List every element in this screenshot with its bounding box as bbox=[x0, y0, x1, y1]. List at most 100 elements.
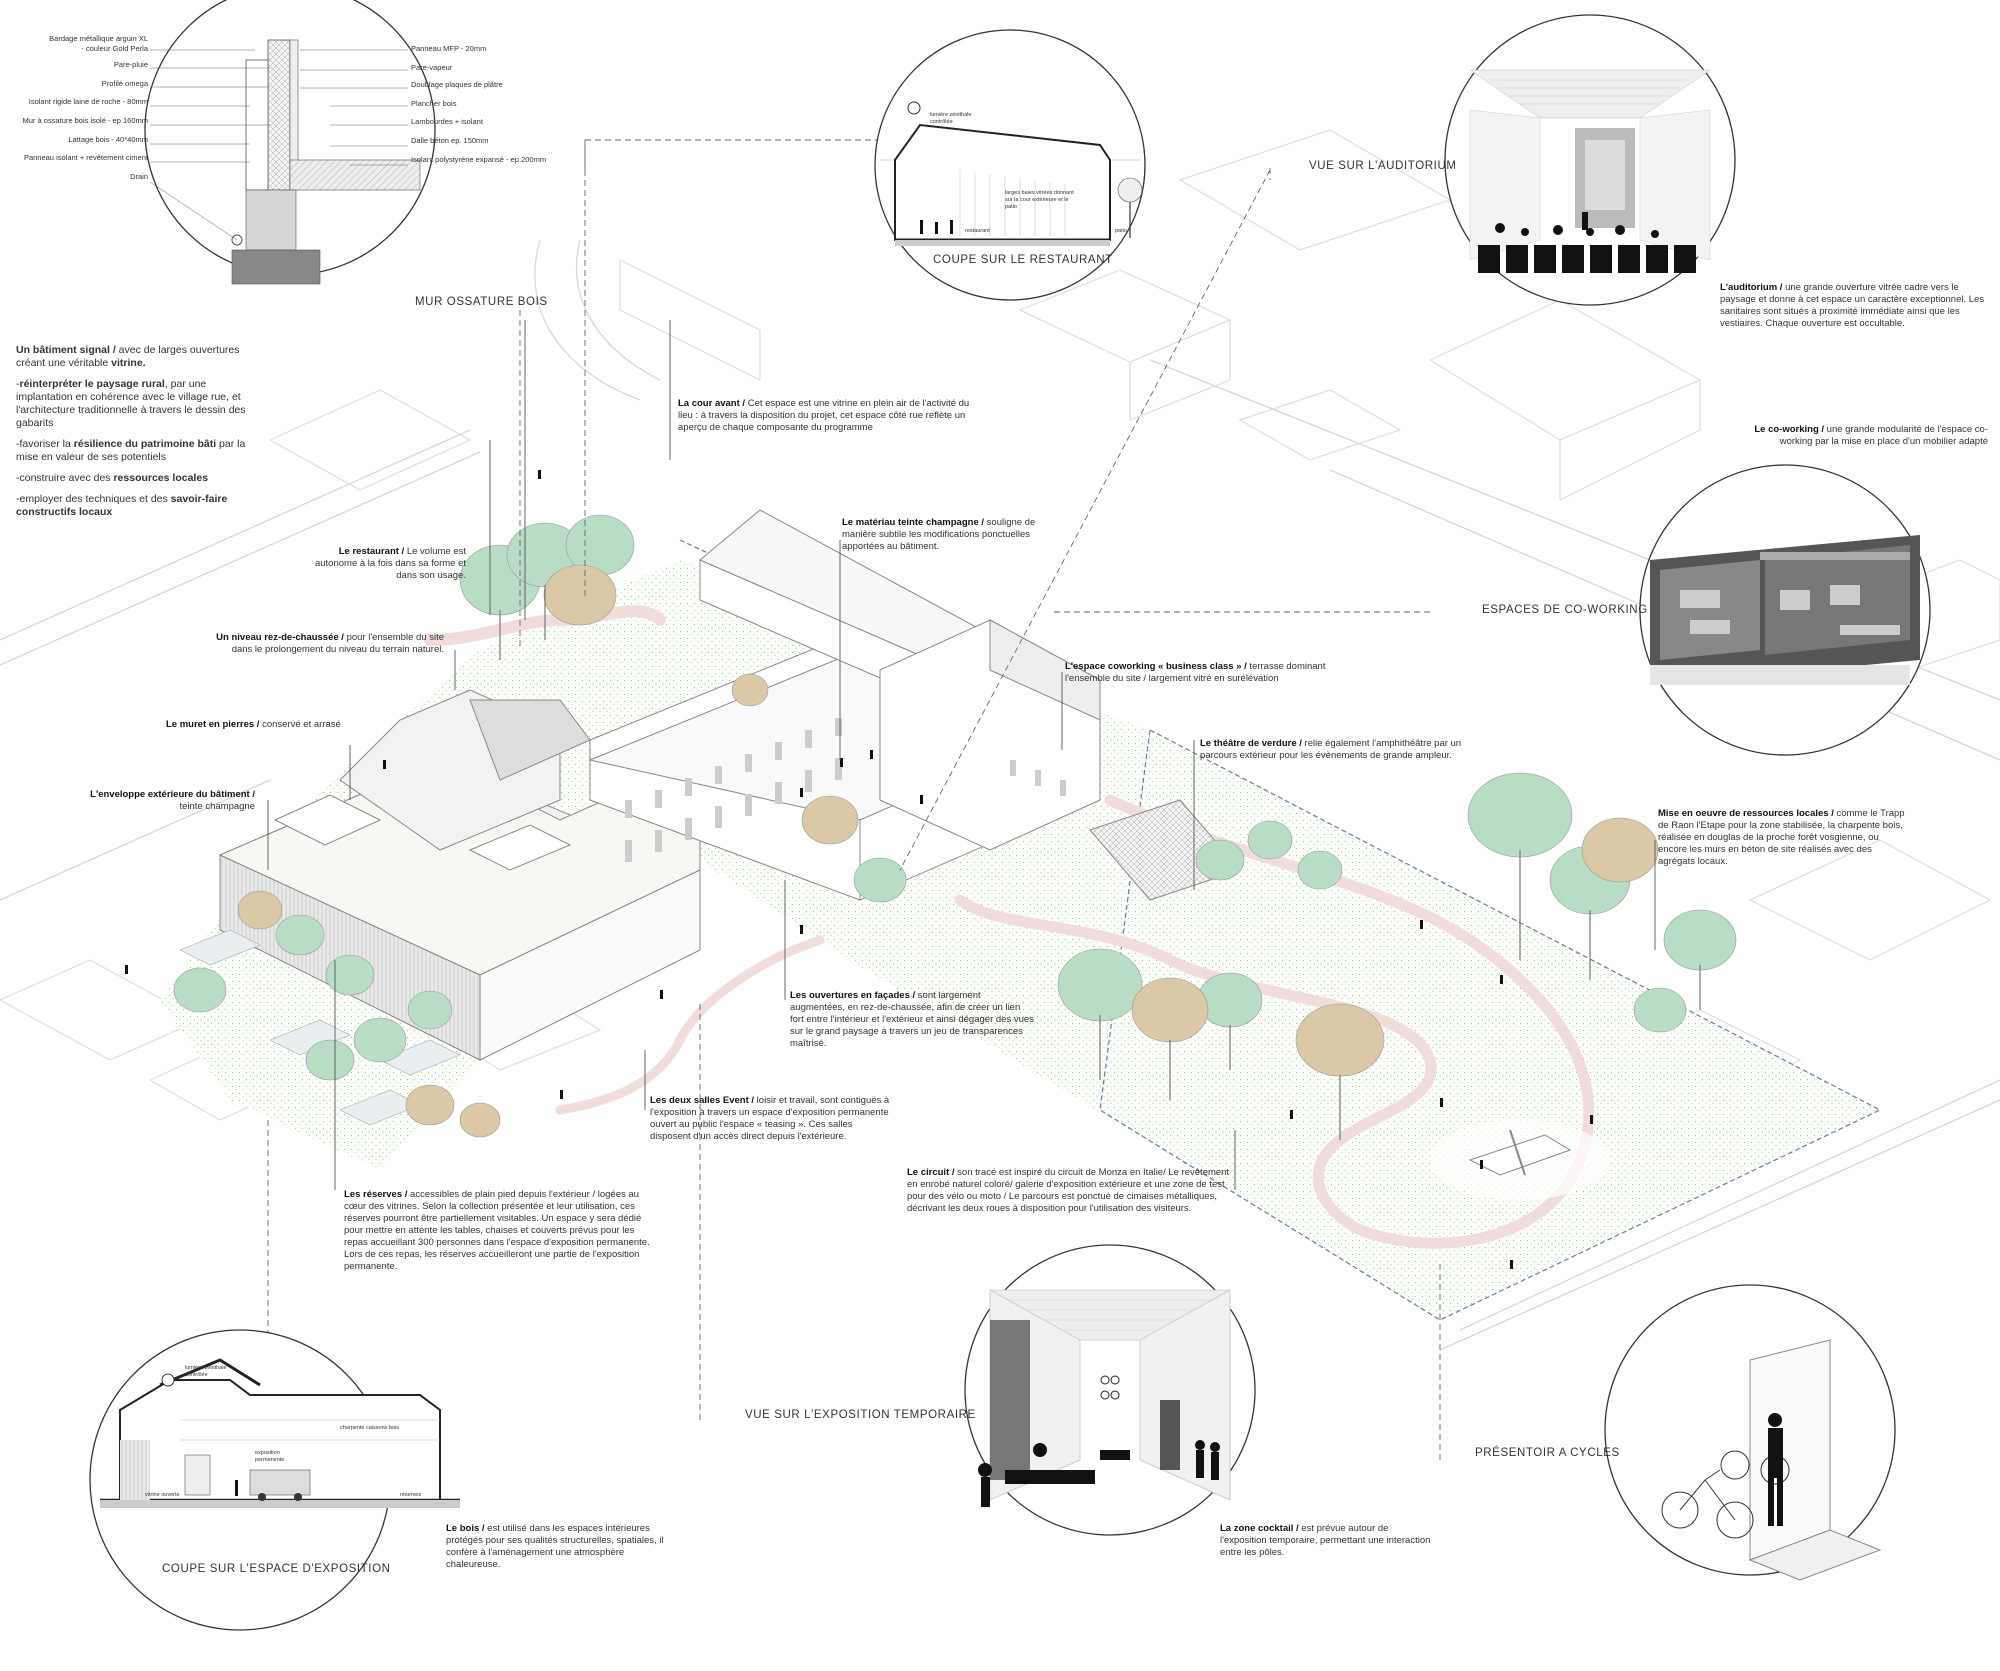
caption-wall: MUR OSSATURE BOIS bbox=[415, 296, 548, 308]
annotation-salles-event: Les deux salles Event / loisir et travai… bbox=[650, 1095, 895, 1143]
trees bbox=[173, 514, 1737, 1140]
annotation-title: Les réserves / bbox=[344, 1189, 408, 1200]
annotation-restaurant: Le restaurant / Le volume est autonome à… bbox=[296, 546, 466, 582]
coworking-view-circle bbox=[1639, 464, 1931, 756]
wall-label: Plancher bois bbox=[411, 98, 457, 108]
annotation-title: Le co-working / bbox=[1754, 424, 1825, 435]
annotation-title: L'auditorium / bbox=[1720, 282, 1783, 293]
annotation-title: Mise en oeuvre de ressources locales / bbox=[1658, 808, 1834, 819]
annotation-circuit: Le circuit / son tracé est inspiré du ci… bbox=[907, 1167, 1237, 1215]
annotation-coworking: Le co-working / une grande modularité de… bbox=[1738, 424, 1988, 448]
intro-pre-2: - bbox=[16, 378, 20, 390]
restaurant-section-label: larges baies vitrées donnant sur la cour… bbox=[1005, 190, 1074, 210]
intro-bold-1b: vitrine. bbox=[111, 357, 146, 369]
intro-text-3: par la mise en valeur de ses potentiels bbox=[16, 438, 246, 463]
annotation-title: La cour avant / bbox=[678, 398, 746, 409]
wall-label: Pare-pluie bbox=[113, 60, 148, 70]
annotation-title: Les ouvertures en façades / bbox=[790, 990, 916, 1001]
wall-detail-circle bbox=[144, 0, 436, 285]
annotation-body: sont largement augmentées, en rez-de-cha… bbox=[790, 990, 1034, 1049]
annotation-body: conservé et arrasé bbox=[259, 719, 341, 730]
annotation-rez-de-chaussee: Un niveau rez-de-chaussée / pour l'ensem… bbox=[216, 632, 444, 656]
exhibition-section-circle bbox=[89, 1329, 460, 1631]
wall-label: Isolant rigide laine de roche - 80mm bbox=[28, 97, 148, 107]
annotation-zone-cocktail: La zone cocktail / est prévue autour de … bbox=[1220, 1523, 1435, 1559]
annotation-title: La zone cocktail / bbox=[1220, 1523, 1299, 1534]
restaurant-section-label: patio bbox=[1115, 228, 1127, 234]
intro-bold-1: Un bâtiment signal / bbox=[16, 344, 116, 356]
wall-label: Pare-vapeur bbox=[411, 62, 453, 72]
annotation-title: L'espace coworking « business class » / bbox=[1065, 661, 1247, 672]
wall-label: Lambourdes + isolant bbox=[411, 117, 483, 127]
exhibition-section-label: lumière zénithale contrôlée bbox=[185, 1365, 227, 1378]
annotation-body: Le volume est autonome à la fois dans sa… bbox=[314, 546, 466, 581]
wall-label: Panneau MFP - 20mm bbox=[411, 44, 487, 53]
intro-paragraph-2: -réinterpréter le paysage rural, par une… bbox=[16, 378, 261, 430]
wall-label: Lattage bois - 40*40mm bbox=[68, 134, 148, 144]
intro-paragraph-3: -favoriser la résilience du patrimoine b… bbox=[16, 438, 261, 464]
intro-bold-3: résilience du patrimoine bâti bbox=[73, 438, 217, 450]
cycle-display-circle bbox=[1604, 1284, 1896, 1581]
wall-label: Profilé omega bbox=[101, 78, 148, 88]
restaurant-section-label: restaurant bbox=[965, 228, 990, 234]
annotation-ouvertures: Les ouvertures en façades / sont largeme… bbox=[790, 990, 1035, 1050]
intro-pre-5: -employer des techniques et des bbox=[16, 493, 171, 505]
dashed-leaders bbox=[267, 139, 1660, 1460]
intro-text-1: avec de larges ouvertures créant une vér… bbox=[16, 344, 240, 369]
annotation-title: Le théâtre de verdure / bbox=[1200, 738, 1302, 749]
annotation-auditorium: L'auditorium / une grande ouverture vitr… bbox=[1720, 282, 1985, 330]
annotation-body: accessibles de plain pied depuis l'extér… bbox=[344, 1189, 650, 1272]
annotation-title: Le bois / bbox=[446, 1523, 485, 1534]
restaurant-section-circle bbox=[874, 29, 1146, 301]
intro-text-2: , par une implantation en cohérence avec… bbox=[16, 378, 246, 429]
intro-bold-5: savoir-faire constructifs locaux bbox=[16, 493, 228, 518]
wall-label: Drain bbox=[130, 171, 148, 181]
intro-paragraph-5: -employer des techniques et des savoir-f… bbox=[16, 493, 261, 519]
annotation-body: Cet espace est une vitrine en plein air … bbox=[678, 398, 970, 433]
leader-lines bbox=[267, 320, 1656, 1190]
caption-auditorium: VUE SUR L'AUDITORIUM bbox=[1309, 160, 1457, 172]
annotation-body: teinte champagne bbox=[179, 801, 255, 812]
annotation-enveloppe: L'enveloppe extérieure du bâtiment /tein… bbox=[80, 789, 255, 813]
caption-cycles: PRÉSENTOIR A CYCLES bbox=[1475, 1447, 1620, 1459]
wall-label: Bardage métallique arguin XL bbox=[49, 34, 148, 43]
restaurant-section-label: lumière zénithale contrôlée bbox=[930, 112, 972, 125]
caption-restaurant: COUPE SUR LE RESTAURANT bbox=[933, 254, 1113, 266]
intro-bold-4: ressources locales bbox=[113, 472, 209, 484]
annotation-body: souligne de manière subtile les modifica… bbox=[842, 517, 1036, 552]
temporary-exhibition-circle bbox=[964, 1244, 1256, 1536]
exhibition-section-label: réserves bbox=[400, 1492, 422, 1498]
annotation-body: une grande ouverture vitrée cadre vers l… bbox=[1720, 282, 1985, 329]
annotation-cour-avant: La cour avant / Cet espace est une vitri… bbox=[678, 398, 970, 434]
annotation-body: est utilisé dans les espaces intérieures… bbox=[446, 1523, 664, 1570]
annotation-title: Le matériau teinte champagne / bbox=[842, 517, 985, 528]
caption-exhibition-section: COUPE SUR L'ESPACE D'EXPOSITION bbox=[162, 1563, 391, 1575]
wall-detail-left-labels: Bardage métallique arguin XL - couleur G… bbox=[0, 34, 148, 181]
annotation-muret: Le muret en pierres / conservé et arrasé bbox=[166, 719, 406, 731]
wall-label: - couleur Gold Perla bbox=[81, 43, 148, 53]
people bbox=[125, 470, 1593, 1269]
annotation-title: Le restaurant / bbox=[338, 546, 405, 557]
annotation-body: pour l'ensemble du site dans le prolonge… bbox=[231, 632, 444, 655]
annotation-body: loisir et travail, sont contiguës à l'ex… bbox=[650, 1095, 890, 1142]
intro-paragraph-1: Un bâtiment signal / avec de larges ouve… bbox=[16, 344, 261, 370]
wall-label: Panneau isolant + revêtement ciment bbox=[23, 153, 148, 163]
annotation-body: son tracé est inspiré du circuit de Monz… bbox=[907, 1167, 1230, 1214]
annotation-title: Le circuit / bbox=[907, 1167, 955, 1178]
annotation-ressources: Mise en oeuvre de ressources locales / c… bbox=[1658, 808, 1908, 868]
annotation-reserves: Les réserves / accessibles de plain pied… bbox=[344, 1189, 656, 1273]
exhibition-section-label: exposition permanente bbox=[255, 1450, 285, 1463]
wall-label: Doublage plaques de plâtre bbox=[411, 80, 503, 90]
intro-bold-2: réinterpréter le paysage rural bbox=[19, 378, 165, 390]
exhibition-section-label: vitrine ouverte bbox=[145, 1492, 180, 1498]
wall-label: Dalle béton ep. 150mm bbox=[411, 135, 489, 145]
auditorium-view-circle bbox=[1444, 14, 1736, 306]
intro-pre-4: -construire avec des bbox=[16, 472, 114, 484]
wall-label: Isolant polystyrène expansé - ep.200mm bbox=[411, 154, 547, 164]
annotation-theatre: Le théâtre de verdure / relie également … bbox=[1200, 738, 1485, 762]
annotation-body: terrasse dominant l'ensemble du site / l… bbox=[1065, 661, 1326, 684]
annotation-bois: Le bois / est utilisé dans les espaces i… bbox=[446, 1523, 666, 1571]
annotation-body: est prévue autour de l'exposition tempor… bbox=[1220, 1523, 1431, 1558]
annotation-title: L'enveloppe extérieure du bâtiment / bbox=[90, 789, 255, 800]
